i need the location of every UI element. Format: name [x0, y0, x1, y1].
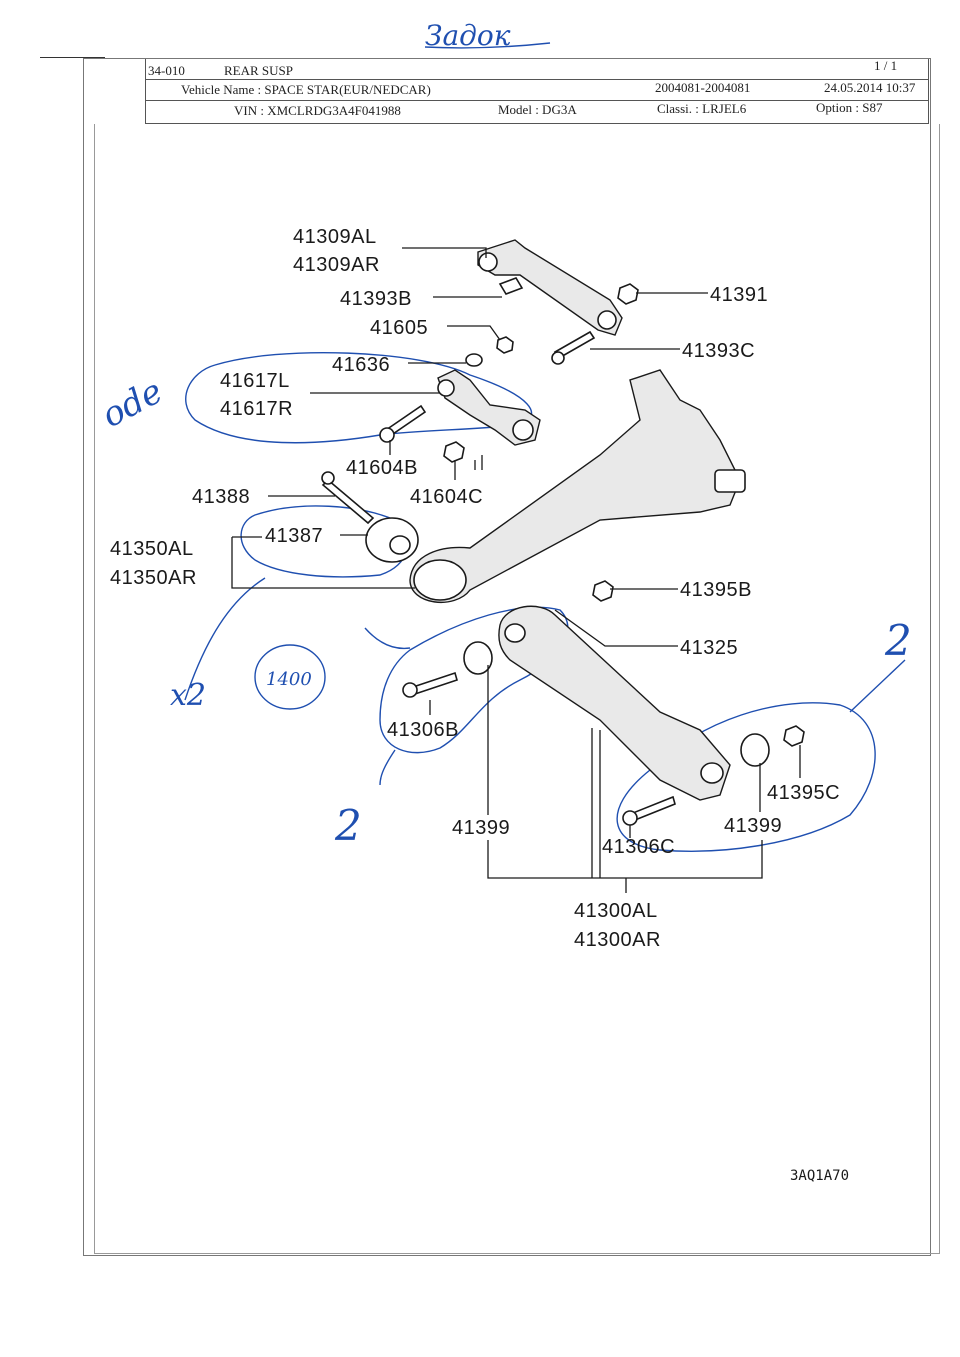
- handwritten-two-right: 2: [884, 616, 912, 665]
- label-41387: 41387: [265, 525, 323, 547]
- top-edge-mark: [40, 57, 105, 58]
- label-41636: 41636: [332, 354, 390, 376]
- bushing-41399-front: [463, 641, 493, 675]
- washer-41636: [465, 353, 483, 367]
- nut-41395B: [592, 580, 614, 602]
- label-41350AR: 41350AR: [110, 567, 197, 589]
- label-41306C: 41306C: [602, 836, 675, 858]
- handwritten-circle-41617: [185, 351, 533, 444]
- leader-41604C: [454, 455, 483, 480]
- bushing-41399-rear: [740, 733, 770, 767]
- label-41325: 41325: [680, 637, 738, 659]
- label-41309AR: 41309AR: [293, 254, 380, 276]
- leader-41350: [231, 536, 415, 589]
- label-41604C: 41604C: [410, 486, 483, 508]
- nut-41605: [496, 336, 514, 354]
- section-code: 34-010: [148, 63, 185, 78]
- lower-arm-41300: [498, 605, 731, 801]
- upper-arm-bush-front: [478, 252, 498, 272]
- bolt-41393B: [498, 277, 524, 295]
- date-range: 2004081-2004081: [655, 80, 751, 95]
- bolt-41604B-head: [379, 427, 395, 443]
- nut-41391: [617, 283, 639, 305]
- model: Model : DG3A: [498, 102, 577, 117]
- label-41388: 41388: [192, 486, 250, 508]
- outer-frame: [94, 124, 940, 1254]
- section-name: REAR SUSP: [224, 63, 293, 78]
- bolt-41388: [321, 478, 375, 525]
- upper-arm-bush-rear: [597, 310, 617, 330]
- handwritten-circle-41395C: [616, 702, 876, 852]
- toe-link-bush-front: [437, 379, 455, 397]
- handwritten-arrow-left: [184, 577, 266, 701]
- lower-arm-eye-rear: [700, 762, 724, 784]
- label-41306B: 41306B: [387, 719, 459, 741]
- label-41604B: 41604B: [346, 457, 418, 479]
- nut-41604C: [443, 441, 465, 463]
- handwritten-two-bottom: 2: [334, 801, 362, 850]
- page-indicator: 1 / 1: [874, 58, 898, 73]
- handwritten-x2: x2: [170, 678, 206, 713]
- leader-41605: [447, 325, 501, 341]
- header-row-divider-1: [145, 79, 929, 80]
- label-41395C: 41395C: [767, 782, 840, 804]
- trailing-arm-eye: [413, 559, 467, 601]
- wheel-spindle: [714, 469, 746, 493]
- illustration-code: 3AQ1A70: [790, 1168, 849, 1184]
- bolt-41306C-head: [622, 810, 638, 826]
- handwritten-ode: ode: [95, 371, 169, 436]
- handwritten-1400: 1400: [266, 669, 312, 690]
- vehicle-name: Vehicle Name : SPACE STAR(EUR/NEDCAR): [181, 82, 431, 97]
- bolt-41388-head: [321, 471, 335, 485]
- handwritten-stroke-top: [424, 42, 551, 49]
- nut-41395C: [783, 725, 805, 747]
- bushing-41387-inner: [389, 535, 411, 555]
- label-41399-rear: 41399: [724, 815, 782, 837]
- label-41617R: 41617R: [220, 398, 293, 420]
- label-41350AL: 41350AL: [110, 538, 194, 560]
- bolt-41306B-head: [402, 682, 418, 698]
- vin: VIN : XMCLRDG3A4F041988: [234, 103, 401, 118]
- leader-41300: [487, 728, 763, 893]
- label-41391: 41391: [710, 284, 768, 306]
- print-datetime: 24.05.2014 10:37: [824, 80, 916, 95]
- lower-arm-eye-front: [504, 623, 526, 643]
- label-41300AL: 41300AL: [574, 900, 658, 922]
- label-41399-front: 41399: [452, 817, 510, 839]
- bolt-41393C-head: [551, 351, 565, 365]
- leader-41325: [554, 609, 678, 647]
- content-frame: [83, 58, 931, 1256]
- handwritten-circle-1400: [254, 644, 326, 710]
- handwritten-circle-41387: [240, 505, 408, 578]
- leader-41309: [402, 247, 487, 258]
- classi: Classi. : LRJEL6: [657, 101, 747, 116]
- label-41617L: 41617L: [220, 370, 290, 392]
- trailing-arm-41350: [409, 369, 741, 604]
- label-41393B: 41393B: [340, 288, 412, 310]
- handwritten-stroke-top-mid: [364, 627, 411, 650]
- label-41395B: 41395B: [680, 579, 752, 601]
- label-41393C: 41393C: [682, 340, 755, 362]
- label-41605: 41605: [370, 317, 428, 339]
- toe-link-bush-rear: [512, 419, 534, 441]
- option: Option : S87: [816, 100, 883, 115]
- header-row-divider-2: [145, 100, 929, 101]
- label-41300AR: 41300AR: [574, 929, 661, 951]
- label-41309AL: 41309AL: [293, 226, 377, 248]
- handwritten-hook-41306B: [379, 749, 396, 786]
- handwritten-pointer-right: [849, 659, 906, 713]
